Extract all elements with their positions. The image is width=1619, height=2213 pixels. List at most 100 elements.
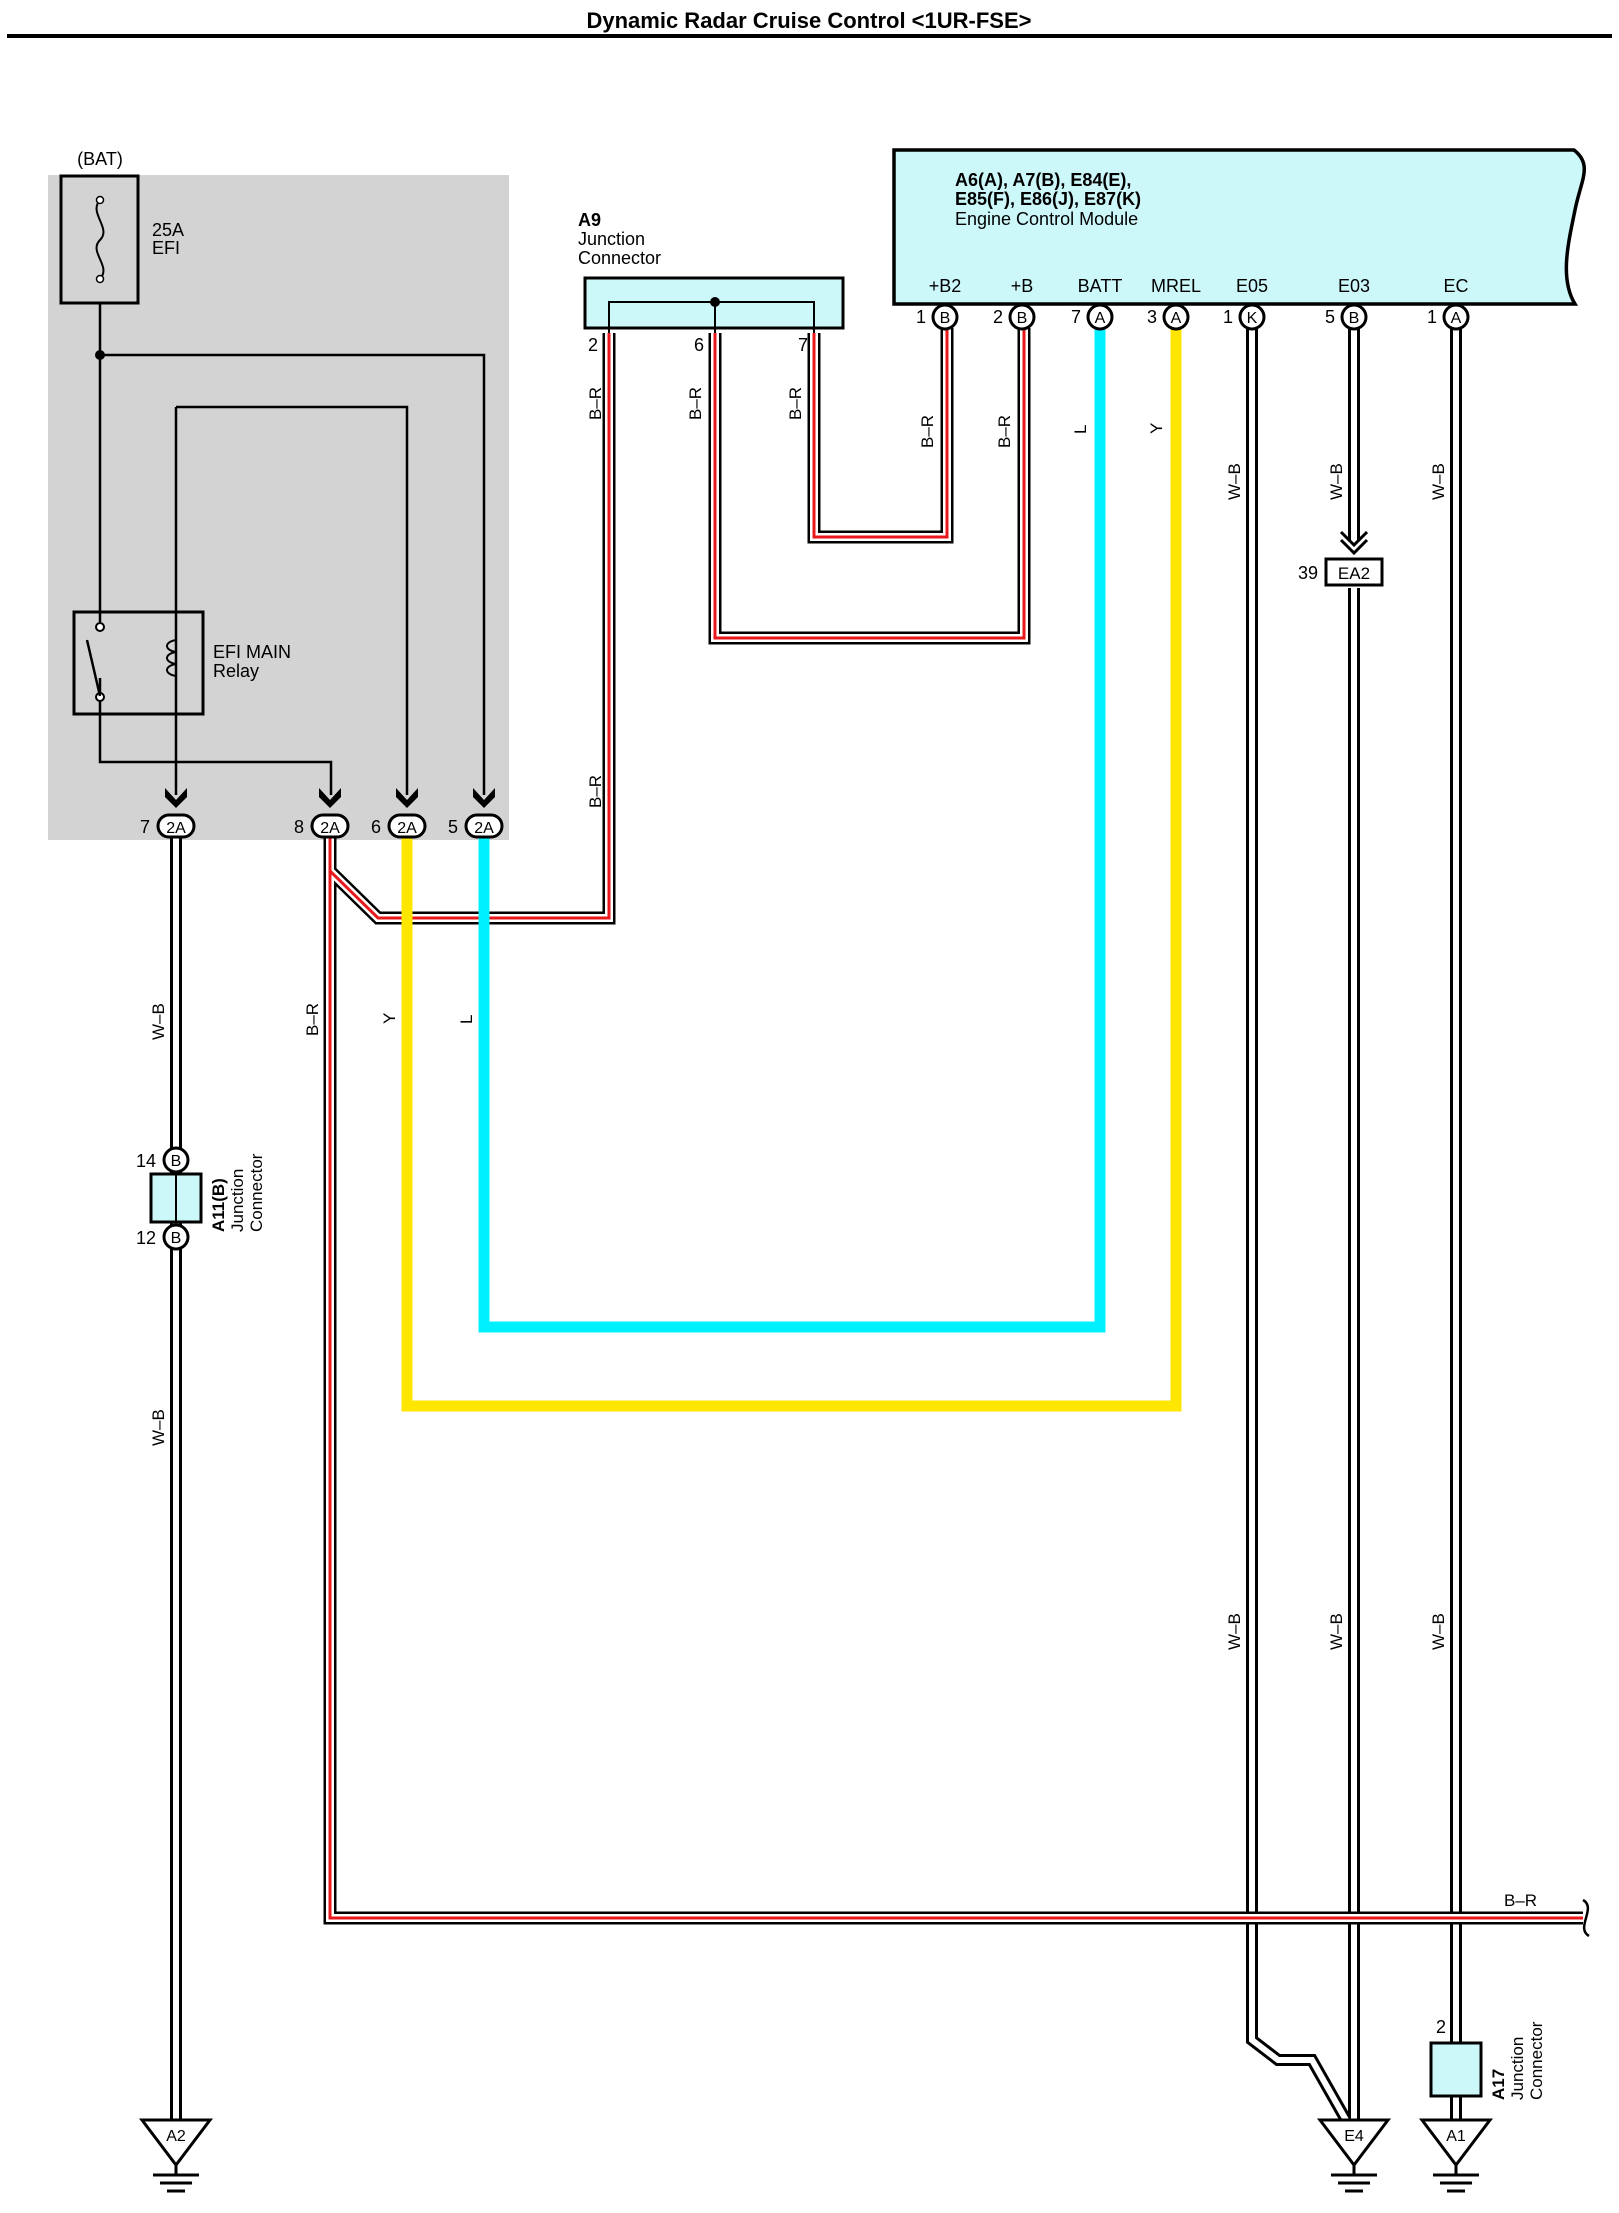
svg-text:2: 2 bbox=[1436, 2017, 1446, 2037]
svg-text:B: B bbox=[1349, 310, 1360, 327]
svg-text:B–R: B–R bbox=[586, 775, 605, 808]
svg-text:6: 6 bbox=[371, 817, 381, 837]
svg-text:B–R: B–R bbox=[1504, 1891, 1537, 1910]
svg-text:A2: A2 bbox=[166, 2128, 186, 2145]
svg-text:W–B: W–B bbox=[1327, 1613, 1346, 1650]
wire-y bbox=[401, 328, 1182, 1412]
ecm-pin-e03: B 5 bbox=[1325, 303, 1368, 331]
svg-text:A: A bbox=[1451, 310, 1462, 327]
svg-text:EA2: EA2 bbox=[1338, 564, 1370, 583]
wire-break-mark bbox=[1582, 1898, 1590, 1938]
svg-text:B: B bbox=[171, 1230, 182, 1247]
svg-text:B: B bbox=[1017, 310, 1028, 327]
svg-text:7: 7 bbox=[140, 817, 150, 837]
svg-text:W–B: W–B bbox=[149, 1409, 168, 1446]
title-rule bbox=[7, 34, 1612, 38]
wire-labels: B–R B–R B–R B–R B–R B–R L Y W–B W–B W–B … bbox=[149, 387, 1537, 1910]
a17-connector: 2 A17 Junction Connector bbox=[1429, 2017, 1546, 2100]
pin-2a-7: 2A 7 bbox=[140, 788, 196, 839]
pin-2a-8: 2A 8 bbox=[294, 788, 350, 839]
ecm-pin-e05: K 1 bbox=[1223, 303, 1266, 331]
relay-coil-icon bbox=[166, 639, 177, 677]
ecm-term-e03: E03 bbox=[1338, 276, 1370, 296]
svg-text:L: L bbox=[1071, 425, 1090, 434]
svg-text:B–R: B–R bbox=[786, 387, 805, 420]
ecm-name: Engine Control Module bbox=[955, 209, 1138, 229]
svg-text:W–B: W–B bbox=[1225, 463, 1244, 500]
svg-text:W–B: W–B bbox=[1429, 1613, 1448, 1650]
ecm-term-e05: E05 bbox=[1236, 276, 1268, 296]
svg-text:Junction: Junction bbox=[1508, 2037, 1527, 2100]
svg-text:Connector: Connector bbox=[247, 1153, 266, 1232]
svg-text:K: K bbox=[1247, 310, 1258, 327]
fuse-name: EFI bbox=[152, 238, 180, 258]
svg-text:12: 12 bbox=[136, 1228, 156, 1248]
svg-text:2: 2 bbox=[993, 307, 1003, 327]
a9-pin-7: 7 bbox=[798, 335, 808, 355]
svg-text:A11(B): A11(B) bbox=[209, 1178, 228, 1232]
a9-label-2: Connector bbox=[578, 248, 661, 268]
svg-text:2A: 2A bbox=[166, 820, 186, 837]
a9-pin-2: 2 bbox=[588, 335, 598, 355]
ground-a1: A1 bbox=[1418, 2118, 1494, 2193]
svg-text:7: 7 bbox=[1071, 307, 1081, 327]
fuse-rating: 25A bbox=[152, 220, 184, 240]
svg-text:3: 3 bbox=[1147, 307, 1157, 327]
svg-text:Y: Y bbox=[380, 1013, 399, 1024]
ecm-connectors-1: A6(A), A7(B), E84(E), bbox=[955, 170, 1131, 190]
connector-2a: 2A 7 2A 8 2A 6 2A 5 bbox=[140, 788, 504, 839]
efi-main-relay bbox=[72, 610, 205, 716]
ecm-connectors-2: E85(F), E86(J), E87(K) bbox=[955, 189, 1141, 209]
svg-text:B–R: B–R bbox=[586, 387, 605, 420]
ecm-pins: B 1 B 2 A 7 A 3 K 1 B 5 A bbox=[916, 303, 1470, 331]
svg-text:A1: A1 bbox=[1446, 2128, 1466, 2145]
splice-dot bbox=[95, 350, 105, 360]
svg-text:A: A bbox=[1095, 310, 1106, 327]
svg-text:1: 1 bbox=[1223, 307, 1233, 327]
ecm-box bbox=[892, 148, 1586, 306]
diagram-title: Dynamic Radar Cruise Control <1UR-FSE> bbox=[586, 8, 1031, 33]
svg-text:Junction: Junction bbox=[228, 1169, 247, 1232]
svg-text:B–R: B–R bbox=[686, 387, 705, 420]
a11-connector: B B 14 12 A11(B) Junction Connector bbox=[136, 1146, 266, 1251]
a9-label-1: Junction bbox=[578, 229, 645, 249]
ecm-pin-mrel: A 3 bbox=[1147, 303, 1190, 331]
svg-text:Connector: Connector bbox=[1527, 2021, 1546, 2100]
relay-switch-icon bbox=[85, 639, 102, 697]
ea2-connector: EA2 39 bbox=[1298, 530, 1384, 587]
relay-box-wires bbox=[98, 303, 486, 795]
svg-text:E4: E4 bbox=[1344, 2128, 1364, 2145]
wire-l bbox=[478, 328, 1106, 1333]
svg-text:B: B bbox=[940, 310, 951, 327]
pin-2a-5: 2A 5 bbox=[448, 788, 504, 839]
ecm-term-b2: +B2 bbox=[929, 276, 962, 296]
ground-e4: E4 bbox=[1316, 2118, 1392, 2193]
ecm-term-batt: BATT bbox=[1078, 276, 1123, 296]
svg-text:5: 5 bbox=[448, 817, 458, 837]
ecm-term-mrel: MREL bbox=[1151, 276, 1201, 296]
svg-text:2A: 2A bbox=[397, 820, 417, 837]
ecm-term-b: +B bbox=[1011, 276, 1034, 296]
svg-text:A: A bbox=[1171, 310, 1182, 327]
svg-text:2A: 2A bbox=[320, 820, 340, 837]
svg-text:14: 14 bbox=[136, 1151, 156, 1171]
ecm-pin-ec: A 1 bbox=[1427, 303, 1470, 331]
svg-text:8: 8 bbox=[294, 817, 304, 837]
relay-label-1: EFI MAIN bbox=[213, 642, 291, 662]
ecm-term-ec: EC bbox=[1443, 276, 1468, 296]
ecm-pin-b2: B 1 bbox=[916, 303, 959, 331]
svg-text:1: 1 bbox=[1427, 307, 1437, 327]
svg-text:B–R: B–R bbox=[918, 415, 937, 448]
svg-text:W–B: W–B bbox=[1225, 1613, 1244, 1650]
relay-box-area bbox=[48, 175, 509, 840]
svg-text:L: L bbox=[457, 1015, 476, 1024]
svg-text:Y: Y bbox=[1147, 423, 1166, 434]
ecm-pin-b: B 2 bbox=[993, 303, 1036, 331]
pin-2a-6: 2A 6 bbox=[371, 788, 427, 839]
svg-text:1: 1 bbox=[916, 307, 926, 327]
a9-id: A9 bbox=[578, 210, 601, 230]
ecm-pin-batt: A 7 bbox=[1071, 303, 1114, 331]
svg-text:B: B bbox=[171, 1153, 182, 1170]
svg-text:B–R: B–R bbox=[303, 1003, 322, 1036]
